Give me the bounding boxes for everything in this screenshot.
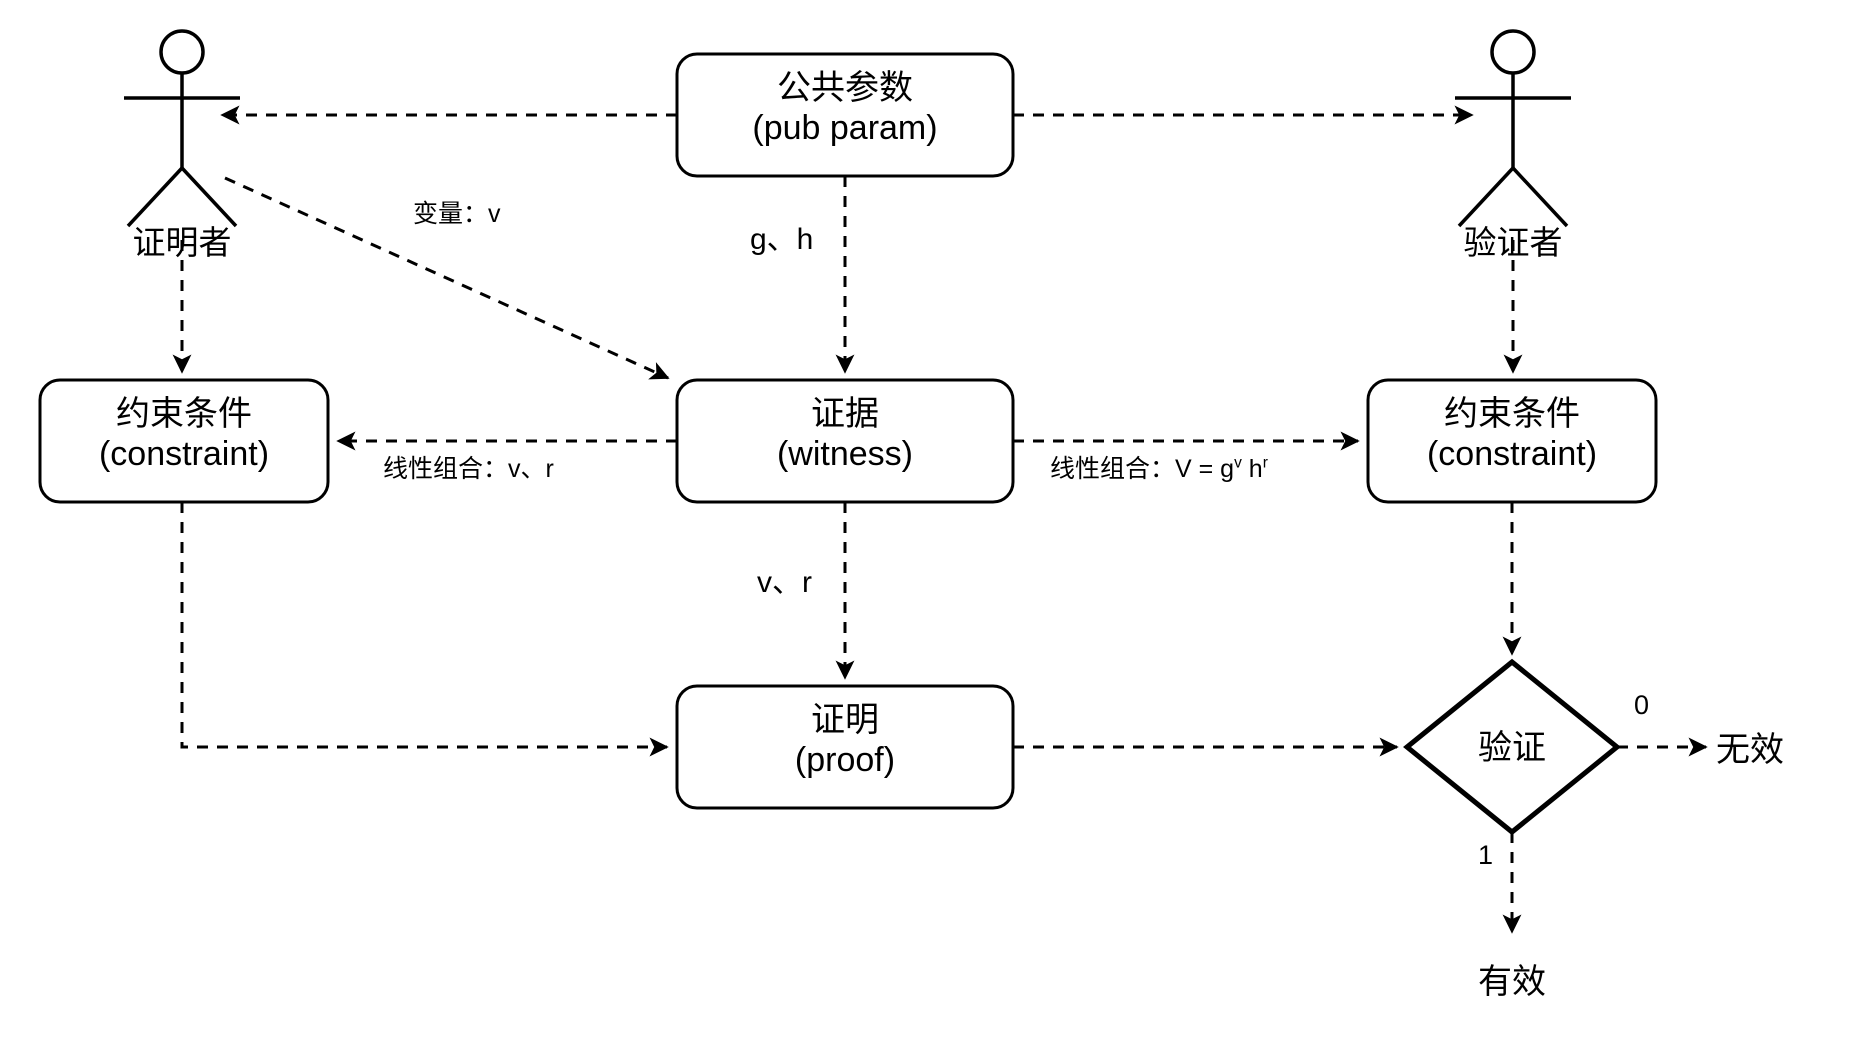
prover-label: 证明者 (132, 224, 232, 261)
edge-label-linear-right-prefix: 线性组合： (1050, 455, 1176, 483)
node-constraint-right-label: 约束条件 (constraint) (1426, 395, 1598, 474)
edge-constraint-left-to-proof (180, 502, 669, 757)
prover-stick-figure-icon (124, 29, 240, 228)
edge-label-vr: v、r (757, 566, 812, 599)
verifier-stick-figure-icon (1455, 29, 1571, 228)
edge-label-linear-right-sup1: v (1234, 454, 1242, 472)
edge-label-linear-right-mid: h (1241, 455, 1263, 483)
node-proof-label: 证明 (proof) (794, 701, 896, 780)
edge-label-linear-left: 线性组合：v、r (383, 455, 554, 483)
terminal-invalid-label: 无效 (1716, 731, 1784, 769)
edge-label-linear-right-formula: V = g (1175, 455, 1235, 483)
edge-flag-one: 1 (1478, 840, 1494, 870)
edge-label-gh: g、h (750, 223, 814, 256)
edge-flag-zero: 0 (1634, 690, 1650, 720)
verifier-label: 验证者 (1463, 224, 1563, 261)
node-pub-param-label: 公共参数 (pub param) (752, 69, 938, 148)
edge-label-linear-right-sup2: r (1262, 454, 1268, 472)
edge-label-linear-right: 线性组合：V = gv hr (1050, 455, 1268, 485)
edge-label-variable: 变量：v (413, 200, 501, 228)
node-constraint-left (38, 378, 330, 504)
edge-prover-to-witness (224, 176, 670, 380)
node-witness-label: 证据 (witness) (776, 395, 914, 474)
terminal-valid-label: 有效 (1478, 963, 1546, 1001)
node-constraint-left-label: 约束条件 (constraint) (98, 395, 270, 474)
node-verify-label: 验证 (1478, 729, 1546, 767)
